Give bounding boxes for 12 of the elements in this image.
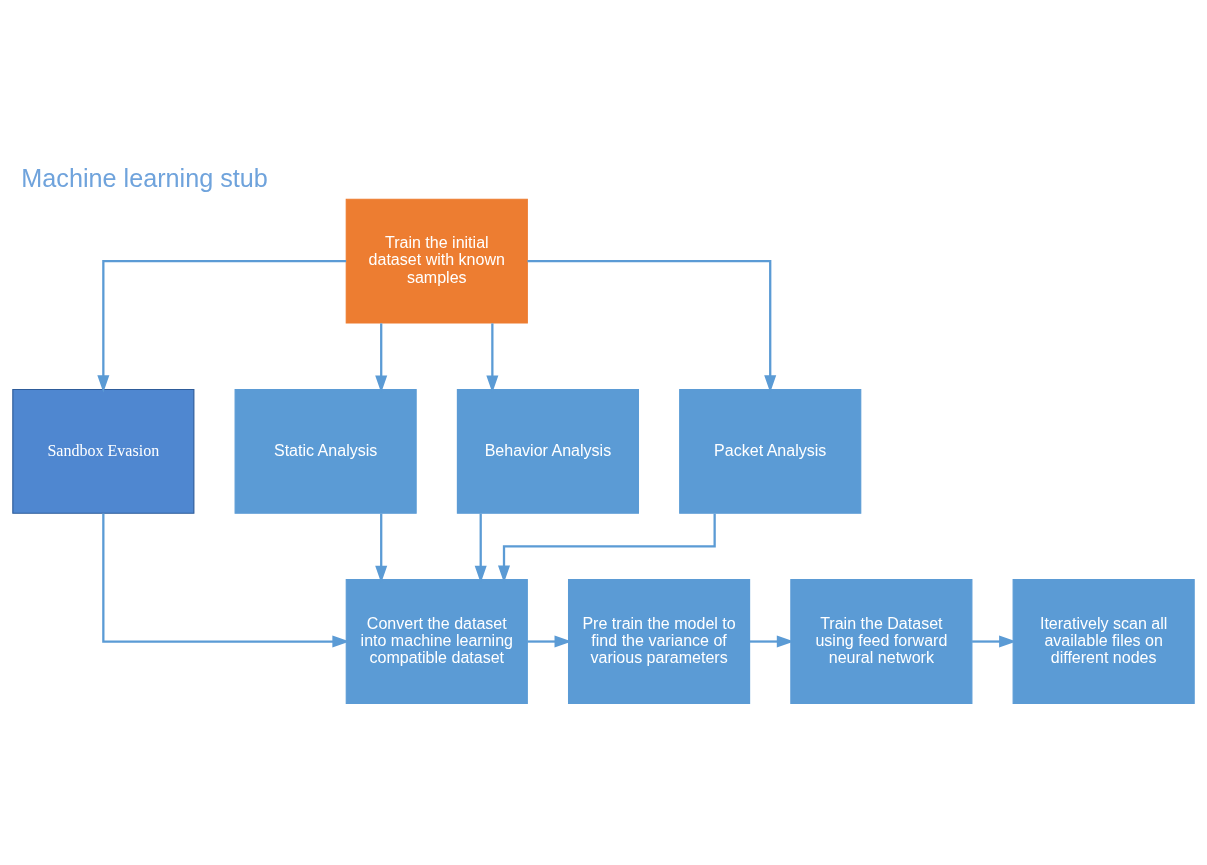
node-box: Sandbox Evasion xyxy=(12,388,195,514)
diagram-title: Machine learning stub xyxy=(21,163,268,192)
node-box: Behavior Analysis xyxy=(456,388,640,514)
node-box: Train the Dataset using feed forward neural network xyxy=(790,578,973,704)
arrow xyxy=(102,513,350,648)
arrow xyxy=(97,259,347,393)
node-box: Pre train the model to find the variance of various parameters xyxy=(567,578,751,704)
node-box: Convert the dataset into machine learning compatible dataset xyxy=(345,578,528,704)
node-box: Packet Analysis xyxy=(679,388,862,514)
node-box: Static Analysis xyxy=(234,388,417,514)
node-box: Train the initial dataset with known samples xyxy=(345,198,528,324)
node-box: Iteratively scan all available files on different nodes xyxy=(1012,578,1195,704)
